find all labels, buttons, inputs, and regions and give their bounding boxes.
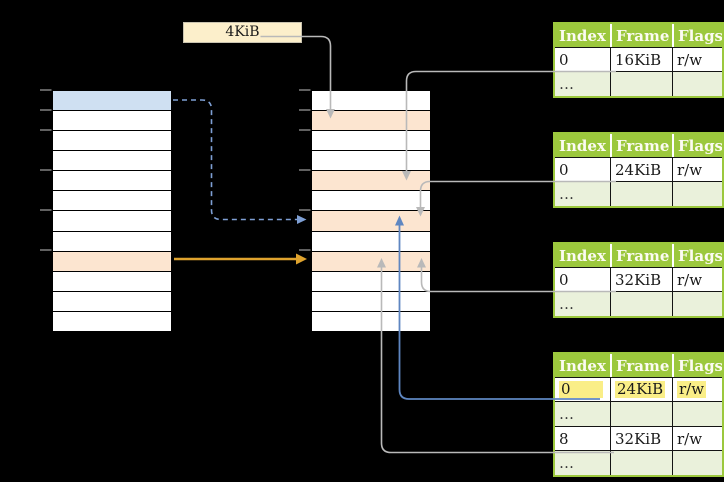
memory-row-white xyxy=(53,110,171,131)
table-cell xyxy=(610,401,672,426)
column-header: Frame xyxy=(610,354,672,377)
table-row: … xyxy=(555,71,722,96)
table-row: … xyxy=(555,181,722,206)
table-row: … xyxy=(555,401,722,426)
memory-row-orange xyxy=(312,210,430,231)
table-cell: r/w xyxy=(672,267,722,291)
column-header: Flags xyxy=(672,24,722,47)
table-cell xyxy=(610,181,672,206)
table-cell: … xyxy=(555,71,610,96)
page-size-label: 4KiB xyxy=(183,22,302,43)
table-cell: … xyxy=(555,291,610,316)
memory-row-white xyxy=(53,130,171,151)
table-cell xyxy=(672,450,722,475)
memory-row-white xyxy=(312,91,430,111)
table-cell: … xyxy=(555,181,610,206)
physical-memory-column xyxy=(311,90,431,332)
column-header: Frame xyxy=(610,244,672,267)
table-cell: r/w xyxy=(672,426,722,450)
memory-row-white xyxy=(53,270,171,291)
table-cell: 0 xyxy=(555,377,610,401)
memory-row-white xyxy=(53,230,171,251)
table-cell: 32KiB xyxy=(610,426,672,450)
memory-row-white xyxy=(53,150,171,171)
table-cell xyxy=(672,291,722,316)
column-header: Frame xyxy=(610,24,672,47)
column-header: Flags xyxy=(672,354,722,377)
table-cell: 16KiB xyxy=(610,47,672,71)
column-header: Index xyxy=(555,24,610,47)
left-column-ticks xyxy=(40,89,52,251)
middle-column-ticks xyxy=(299,89,311,251)
table-cell xyxy=(672,71,722,96)
memory-row-orange xyxy=(312,110,430,131)
connector-virtual-page-to-frame-dashed xyxy=(173,99,307,224)
column-header: Index xyxy=(555,244,610,267)
column-header: Flags xyxy=(672,134,722,157)
memory-row-white xyxy=(312,150,430,171)
table-cell xyxy=(610,291,672,316)
column-header: Index xyxy=(555,134,610,157)
virtual-memory-column xyxy=(52,90,172,332)
table-cell: 24KiB xyxy=(610,157,672,181)
memory-row-white xyxy=(312,230,430,251)
table-row: … xyxy=(555,450,722,475)
table-cell xyxy=(610,71,672,96)
memory-row-white xyxy=(53,210,171,231)
table-row: … xyxy=(555,291,722,316)
table-cell: 8 xyxy=(555,426,610,450)
memory-row-white xyxy=(312,190,430,211)
column-header: Index xyxy=(555,354,610,377)
memory-row-orange xyxy=(312,170,430,191)
memory-row-orange xyxy=(312,250,430,271)
table-cell: 32KiB xyxy=(610,267,672,291)
table-cell: 24KiB xyxy=(610,377,672,401)
table-cell: … xyxy=(555,450,610,475)
memory-row-white xyxy=(312,130,430,151)
memory-row-white xyxy=(53,190,171,211)
table-cell: r/w xyxy=(672,157,722,181)
table-cell xyxy=(610,450,672,475)
arrow-right-icon xyxy=(297,215,307,224)
column-header: Flags xyxy=(672,244,722,267)
table-cell: 0 xyxy=(555,157,610,181)
arrow-right-icon xyxy=(296,253,307,265)
connector-virtual-page-to-frame-orange xyxy=(174,253,307,265)
table-cell: 0 xyxy=(555,47,610,71)
memory-row-white xyxy=(53,310,171,331)
memory-row-orange xyxy=(53,250,171,271)
table-cell: … xyxy=(555,401,610,426)
memory-row-white xyxy=(312,270,430,291)
table-cell: r/w xyxy=(672,377,722,401)
table-cell xyxy=(672,401,722,426)
table-cell: r/w xyxy=(672,47,722,71)
memory-row-blue xyxy=(53,91,171,111)
memory-row-white xyxy=(312,290,430,311)
table-cell xyxy=(672,181,722,206)
memory-row-white xyxy=(312,310,430,331)
memory-row-white xyxy=(53,290,171,311)
column-header: Frame xyxy=(610,134,672,157)
table-cell: 0 xyxy=(555,267,610,291)
memory-row-white xyxy=(53,170,171,191)
